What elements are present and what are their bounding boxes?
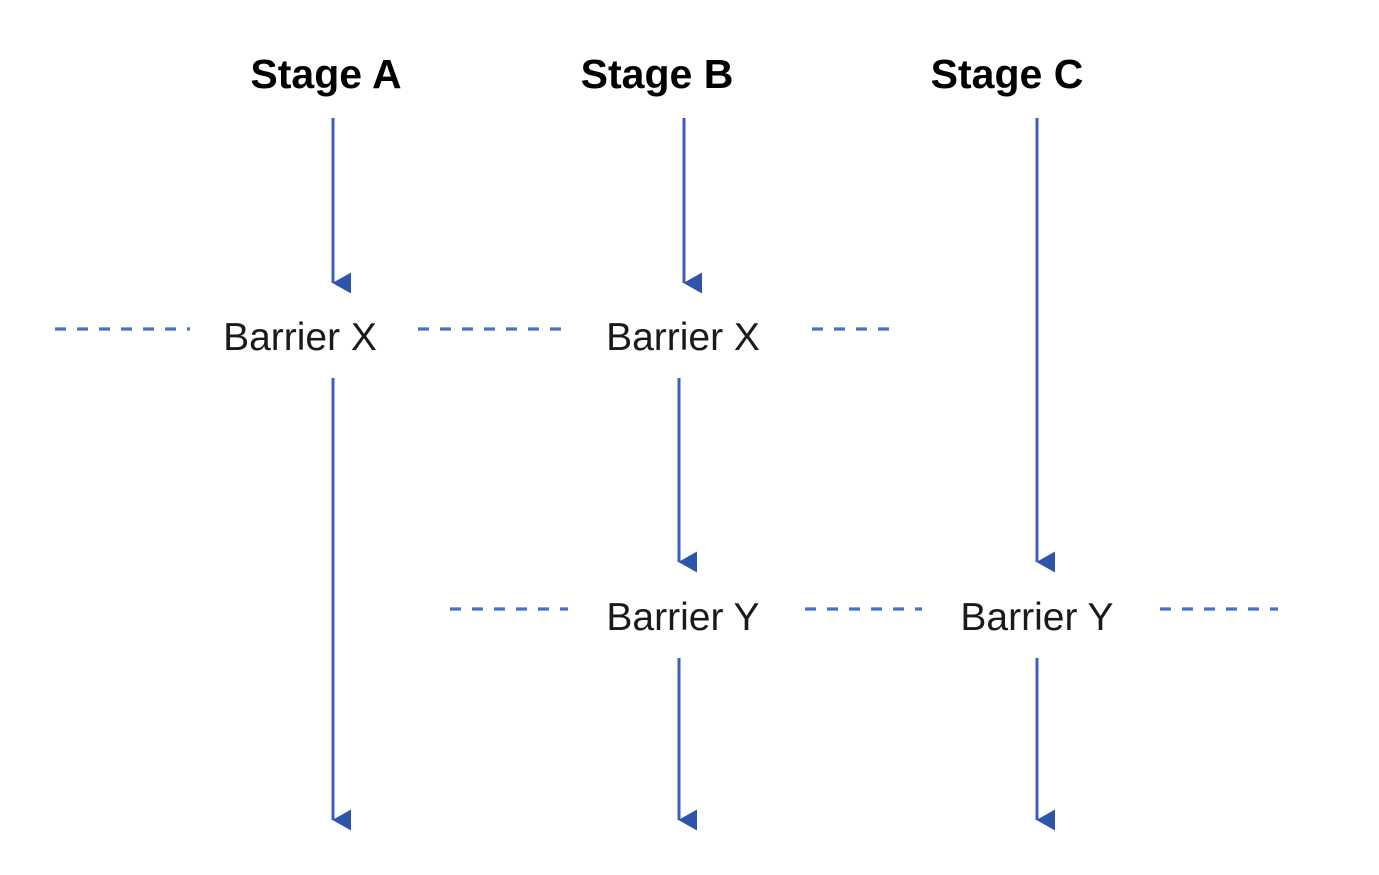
stage-heading-stage-a: Stage A xyxy=(250,51,401,97)
stage-headings-layer: Stage A Stage B Stage C xyxy=(250,51,1083,97)
stage-heading-stage-b: Stage B xyxy=(581,51,734,97)
barrier-label: Barrier X xyxy=(223,316,377,359)
barrier-label: Barrier Y xyxy=(606,596,759,639)
barrier-label: Barrier X xyxy=(606,316,760,359)
barrier-labels-layer: Barrier X Barrier X Barrier Y Barrier Y xyxy=(223,316,1114,639)
barrier-label: Barrier Y xyxy=(960,596,1113,639)
arrows-layer xyxy=(331,118,1055,831)
stage-heading-stage-c: Stage C xyxy=(931,51,1084,97)
barrier-dashed-lines-layer xyxy=(55,327,1278,611)
